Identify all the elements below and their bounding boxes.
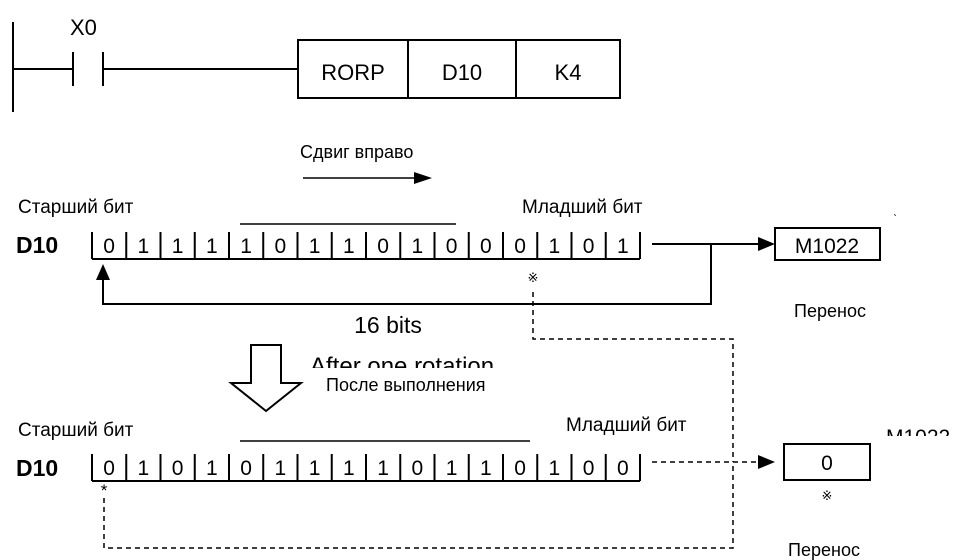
after-bit-5: 1 <box>275 457 287 480</box>
after-bit-12: 0 <box>514 457 526 480</box>
after-bit-15: 0 <box>617 457 629 480</box>
after-asterisk: * <box>101 481 108 500</box>
before-bit-1: 1 <box>138 235 150 258</box>
before-bit-6: 1 <box>309 235 321 258</box>
after-register-name-group: D10 <box>16 455 58 481</box>
shift-direction-label: Сдвиг вправо <box>300 142 413 162</box>
rotation-feedback-line <box>102 244 712 305</box>
instruction-operand-1: D10 <box>442 60 482 85</box>
before-bit-10: 0 <box>446 235 458 258</box>
before-bit-14: 0 <box>583 235 595 258</box>
after-carry-label: Перенос <box>788 540 860 560</box>
instruction-box <box>297 39 621 99</box>
mark-connector <box>532 292 734 462</box>
before-carry-flag: M1022 <box>795 235 859 258</box>
stray-mark: ˋ <box>893 212 897 226</box>
after-lsb-label: Младший бит <box>566 415 687 436</box>
after-return-loop <box>103 462 734 549</box>
after-bit-8: 1 <box>377 457 389 480</box>
before-bit-0: 0 <box>103 235 115 258</box>
before-carry-label: Перенос <box>794 301 866 321</box>
before-bit-2: 1 <box>172 235 184 258</box>
after-carry-box <box>783 443 871 481</box>
instruction-mnemonic: RORP <box>321 60 385 85</box>
carry-out-arrowhead <box>758 237 775 251</box>
after-bit-9: 0 <box>412 457 424 480</box>
rotation-feedback-arrowhead <box>96 264 110 280</box>
after-bit-13: 1 <box>549 457 561 480</box>
rotation-overlay-text: After one rotation <box>310 353 494 380</box>
before-bit-4: 1 <box>240 235 252 258</box>
after-bit-11: 1 <box>480 457 492 480</box>
after-bit-7: 1 <box>343 457 355 480</box>
before-bit-3: 1 <box>206 235 218 258</box>
before-bit-9: 1 <box>412 235 424 258</box>
before-register-name: D10 <box>16 232 58 258</box>
before-bit-11: 0 <box>480 235 492 258</box>
after-bit-10: 1 <box>446 457 458 480</box>
before-carry-box <box>774 227 881 261</box>
after-execution-label: После выполнения <box>326 375 486 395</box>
ladder-rung: X0 RORP D10 K4 <box>12 15 621 112</box>
before-bit-5: 0 <box>275 235 287 258</box>
after-bit-2: 0 <box>172 457 184 480</box>
after-carry-value: 0 <box>821 452 833 475</box>
before-lsb-label: Младший бит <box>522 197 643 218</box>
after-carry-arrowhead <box>758 455 775 469</box>
before-bit-13: 1 <box>549 235 561 258</box>
after-carry-flag-group: M1022 <box>886 426 950 449</box>
contact-label: X0 <box>70 15 97 40</box>
before-bit-8: 0 <box>377 235 389 258</box>
instruction-operand-2: K4 <box>555 60 582 85</box>
rotation-overlay-group: After one rotation <box>310 353 494 380</box>
width-label: 16 bits <box>354 312 422 338</box>
after-bit-3: 1 <box>206 457 218 480</box>
before-mark: ※ <box>528 270 539 285</box>
rotation-down-arrow <box>228 344 304 413</box>
before-bit-12: 0 <box>514 235 526 258</box>
before-bit-15: 1 <box>617 235 629 258</box>
before-bit-7: 1 <box>343 235 355 258</box>
after-bit-6: 1 <box>309 457 321 480</box>
after-mark: ※ <box>822 488 833 503</box>
after-bit-1: 1 <box>138 457 150 480</box>
after-msb-label: Старший бит <box>18 420 134 441</box>
after-register-name: D10 <box>16 455 58 481</box>
after-bit-14: 0 <box>583 457 595 480</box>
after-carry-flag: M1022 <box>886 426 950 449</box>
before-msb-label: Старший бит <box>18 197 134 218</box>
after-bit-0: 0 <box>103 457 115 480</box>
after-bit-4: 0 <box>240 457 252 480</box>
shift-direction-arrowhead <box>414 172 432 184</box>
